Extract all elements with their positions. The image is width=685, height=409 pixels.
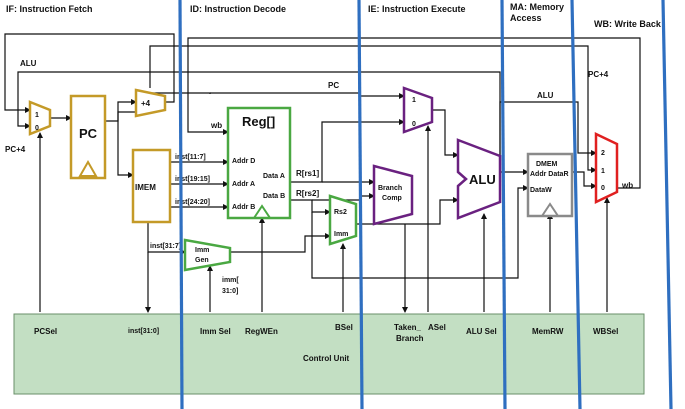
signal-taken-branch: Taken_: [394, 323, 422, 332]
imm-output-label: imm[: [222, 277, 239, 284]
b-mux-input-rs2: Rs2: [334, 209, 347, 216]
wire-label-wb-left: wb: [210, 121, 222, 130]
imm-gen-label-2: Gen: [195, 257, 209, 264]
register-file-title: Reg[]: [242, 114, 275, 129]
field-inst-11-7: inst[11:7]: [175, 154, 206, 161]
wire-label-pc4-left: PC+4: [5, 145, 26, 154]
signal-alusel: ALU Sel: [466, 327, 497, 336]
b-mux-input-imm: Imm: [334, 231, 348, 238]
register-file-clock-icon: [252, 204, 272, 219]
pc-register: [69, 94, 107, 180]
imm-gen-label: Imm: [195, 247, 209, 254]
wire-label-pc4-right: PC+4: [588, 70, 609, 79]
dmem-dataw: DataW: [530, 187, 552, 194]
wb-mux-input-2: 2: [601, 150, 605, 157]
field-inst-24-20: inst[24:20]: [175, 199, 210, 206]
alu-label: ALU: [469, 172, 496, 187]
signal-asel: ASel: [428, 323, 446, 332]
imm-gen: [183, 238, 232, 272]
imem: [131, 148, 172, 224]
separator-wb-end: [661, 0, 673, 409]
branch-comparator-label: Branch: [378, 185, 402, 192]
pc-mux-input-0: 0: [35, 125, 39, 132]
register-data-b: Data B: [263, 193, 285, 200]
wb-mux-input-0: 0: [601, 185, 605, 192]
alu: [456, 138, 502, 220]
dmem-clock-icon: [540, 202, 560, 217]
register-data-a: Data A: [263, 173, 285, 180]
wb-mux: [594, 132, 619, 204]
register-file: [226, 106, 292, 220]
separator-ma-wb: [570, 0, 582, 409]
separator-ie-ma: [500, 0, 507, 409]
stage-label-decode: ID: Instruction Decode: [190, 4, 286, 14]
control-unit-label: Control Unit: [303, 354, 350, 363]
pc-adder: [134, 88, 167, 118]
control-unit: [13, 313, 645, 395]
signal-bsel: BSel: [335, 323, 353, 332]
pc-mux: [28, 100, 52, 136]
wire-label-alu-top: ALU: [20, 59, 37, 68]
signal-memrw: MemRW: [532, 327, 564, 336]
wire-label-rrs2: R[rs2]: [296, 189, 319, 198]
field-inst-19-15: inst[19:15]: [175, 176, 210, 183]
wb-mux-input-1: 1: [601, 168, 605, 175]
pc-register-label: PC: [79, 126, 98, 141]
signal-inst: inst[31:0]: [128, 328, 159, 335]
imm-output-label-2: 31:0]: [222, 288, 238, 295]
separator-id-ie: [357, 0, 364, 409]
register-addr-d: Addr D: [232, 158, 255, 165]
register-addr-a: Addr A: [232, 181, 255, 188]
signal-regwen: RegWEn: [245, 327, 278, 336]
pc-adder-label: +4: [141, 99, 151, 108]
signal-wbsel: WBSel: [593, 327, 618, 336]
separator-if-id: [178, 0, 184, 409]
wire-label-rrs1: R[rs1]: [296, 169, 319, 178]
signal-taken-branch-2: Branch: [396, 334, 424, 343]
a-mux-input-1: 1: [412, 97, 416, 104]
signal-immsel: Imm Sel: [200, 327, 231, 336]
signal-pcsel: PCSel: [34, 327, 57, 336]
branch-comparator-label-2: Comp: [382, 195, 402, 202]
stage-label-memory-2: Access: [510, 13, 542, 23]
wire-label-wb-right: wb: [621, 181, 633, 190]
register-addr-b: Addr B: [232, 204, 255, 211]
stage-label-execute: IE: Instruction Execute: [368, 4, 466, 14]
pc-clock-icon: [78, 159, 98, 177]
wire-label-pc-mid: PC: [328, 81, 339, 90]
dmem-title: DMEM: [536, 161, 558, 168]
branch-comparator: [372, 164, 414, 226]
a-mux: [402, 86, 434, 134]
dmem-addr: Addr DataR: [530, 171, 569, 178]
field-inst-31-7: inst[31:7]: [150, 243, 181, 250]
stage-label-memory: MA: Memory: [510, 2, 564, 12]
b-mux: [328, 194, 358, 246]
stage-label-writeback: WB: Write Back: [594, 19, 662, 29]
a-mux-input-0: 0: [412, 121, 416, 128]
imem-label: IMEM: [135, 183, 156, 192]
pc-mux-input-1: 1: [35, 112, 39, 119]
stage-label-fetch: IF: Instruction Fetch: [6, 4, 93, 14]
wire-label-alu-right: ALU: [537, 91, 554, 100]
